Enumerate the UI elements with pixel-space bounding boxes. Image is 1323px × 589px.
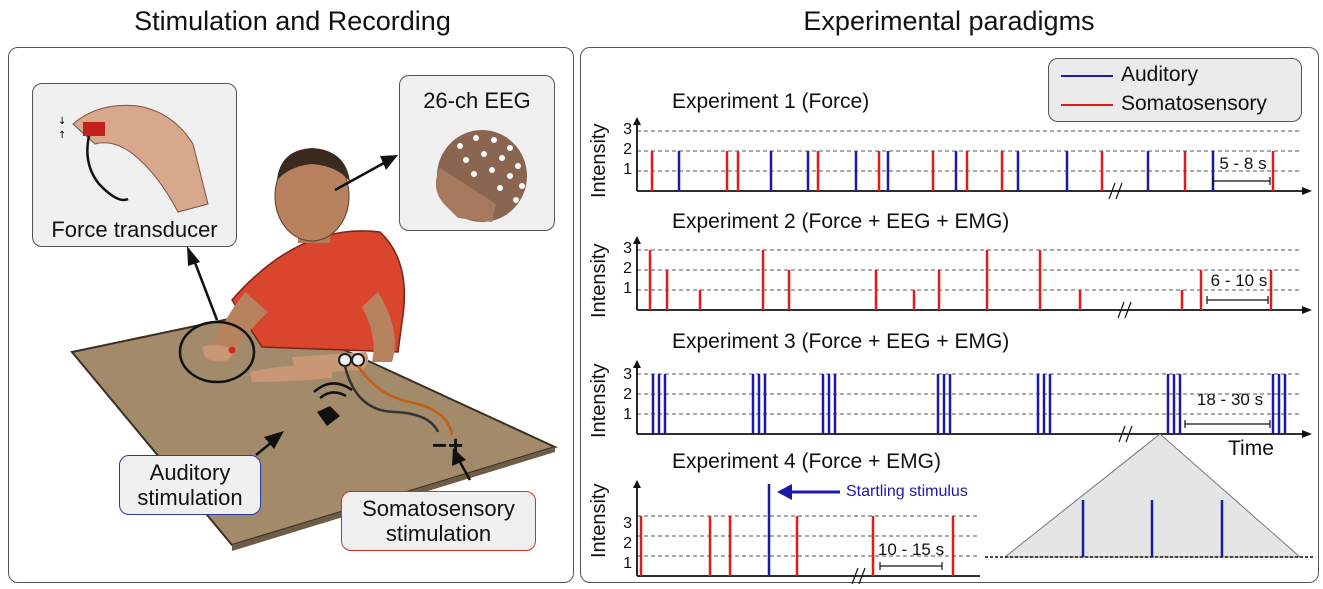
arrow-eeg [334,161,385,192]
exp1-tick-2: 2 [623,141,632,158]
eeg-callout: 26-ch EEG [399,75,555,231]
somato-label-line1: Somatosensory [362,496,515,521]
exp4-break-2 [858,567,866,585]
exp2-interval: 6 - 10 s [1206,271,1272,291]
eeg-head-image [435,130,527,222]
exp3-x-arrow [1302,430,1312,438]
hand-photo: ↓ ↑ [58,104,209,213]
arrow-auditory [255,441,273,456]
auditory-label-line1: Auditory [149,460,231,485]
person-hair [277,148,350,182]
exp3-break-2 [1125,425,1133,443]
exp1-x-arrow [1302,187,1312,195]
eeg-label: 26-ch EEG [423,88,531,113]
exp4-interval: 10 - 15 s [876,540,946,560]
electrode-wire-orange [356,365,454,436]
exp1-tick-3: 3 [623,121,632,138]
exp4-title: Experiment 4 (Force + EMG) [672,450,941,473]
exp3-tick-1: 1 [623,406,632,423]
polarity-plus: + [448,430,464,460]
person-torso [231,230,406,353]
force-transducer-callout: ↓ ↑ Force transducer [32,83,237,247]
exp4-tick-2: 2 [623,535,632,552]
legend-somatosensory: Somatosensory [1121,92,1267,115]
exp3-tick-3: 3 [623,366,632,383]
exp2-tick-1: 1 [623,280,632,297]
exp4-break-1 [851,567,859,585]
polarity-minus: − [432,430,448,460]
exp3-interval: 18 - 30 s [1190,390,1270,410]
time-label: Time [1228,437,1274,460]
force-hand [202,345,236,362]
exp1-break-2 [1115,182,1123,200]
legend-auditory: Auditory [1121,63,1199,86]
exp3-break-1 [1118,425,1126,443]
right-panel-title: Experimental paradigms [803,6,1095,36]
arrow-somato [458,461,472,481]
exp2-title: Experiment 2 (Force + EEG + EMG) [672,210,1010,233]
person-right-arm [362,292,395,362]
legend-auditory-line [1061,75,1113,77]
force-transducer-small [228,346,236,354]
exp1-tick-1: 1 [623,161,632,178]
speaker-icon [313,382,353,426]
legend: Auditory Somatosensory [1048,58,1302,122]
exp1-y-arrow [633,117,641,125]
exp2-tick-2: 2 [623,260,632,277]
left-panel-title: Stimulation and Recording [134,6,451,36]
startle-label: Startling stimulus [846,483,968,500]
force-hand-circle [178,320,256,384]
somato-label-line2: stimulation [385,521,492,547]
svg-text:↓: ↓ [58,116,66,127]
exp1-break-1 [1108,182,1116,200]
exp3-y-arrow [633,360,641,368]
exp4-tick-1: 1 [623,555,632,572]
exp2-y-arrow [633,236,641,244]
arrow-force [192,259,219,321]
exp4-y-arrow [633,480,641,488]
auditory-label-line2: stimulation [137,485,243,511]
exp3-title: Experiment 3 (Force + EEG + EMG) [672,330,1010,353]
exp2-break-1 [1117,301,1125,319]
exp2-x-arrow [1302,306,1312,314]
exp2-break-2 [1124,301,1132,319]
svg-text:↑: ↑ [58,130,66,141]
exp4-tick-3: 3 [623,515,632,532]
legend-somatosensory-line [1061,104,1113,106]
auditory-stimulation-callout: Auditory stimulation [119,455,261,515]
exp3-tick-2: 2 [623,386,632,403]
electrode-wire-black [343,365,440,433]
exp2-tick-3: 3 [623,240,632,257]
exp1-title: Experiment 1 (Force) [672,90,870,113]
force-transducer-label: Force transducer [51,217,218,242]
exp1-interval: 5 - 8 s [1214,154,1272,174]
startle-arrow-head [777,484,792,500]
person-left-arm [212,292,268,352]
somatosensory-stimulation-callout: Somatosensory stimulation [341,491,536,551]
